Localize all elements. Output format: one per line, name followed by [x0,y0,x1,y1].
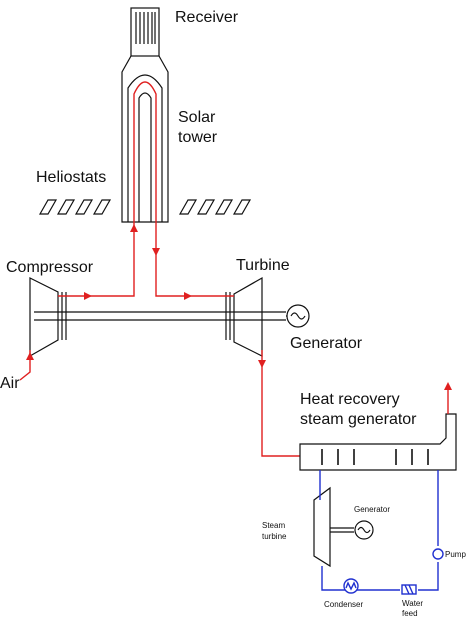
solar-tower [121,7,169,256]
heliostats-left [38,199,112,215]
tower-air-flow [133,81,157,256]
receiver-tubes [135,12,156,44]
solar-tower-label-2: tower [178,129,218,146]
generator-label: Generator [290,335,363,352]
steam-turbine-label-2: turbine [262,532,287,541]
condenser-symbol [343,578,359,594]
solar-tower-label-1: Solar [178,109,216,126]
turbine-to-condenser [321,566,345,591]
tower-shell [121,55,169,223]
heliostats-label: Heliostats [36,169,106,186]
tower-duct-outer [127,74,163,222]
water-feed-label-1: Water [402,599,423,608]
arrow-stack [444,382,452,390]
water-feed-label-2: feed [402,609,418,618]
air-from-tower-flow [155,250,234,297]
arrow-turbine-in [184,292,192,300]
turbine-body [233,276,263,357]
heliostats-right [178,199,252,215]
steam-turbine-body [313,486,331,568]
condenser-label: Condenser [324,600,363,609]
small-generator-wave [357,526,371,534]
air-inlet-flow [19,350,31,381]
condenser-coil [345,581,357,591]
receiver-body [130,7,160,57]
generator-wave [290,312,306,320]
hrsg-body [299,413,457,471]
pump-label: Pump [445,550,466,559]
air-label: Air [0,375,20,392]
arrow-up-tower [130,224,138,232]
turbine-label: Turbine [236,257,290,274]
air-to-tower-flow [58,256,135,297]
exhaust-flow [261,350,300,457]
receiver-label: Receiver [175,9,239,26]
pump-symbol [432,548,444,560]
compressor-label: Compressor [6,259,94,276]
hrsg-label-1: Heat recovery [300,391,400,408]
small-generator-symbol [354,520,374,540]
hrsg-tubes [321,449,429,465]
compressor-body [29,277,59,358]
arrow-exhaust-down [258,360,266,368]
hrsg-label-2: steam generator [300,411,417,428]
steam-turbine-label-1: Steam [262,521,285,530]
feed-to-pump [418,562,439,591]
tower-duct-inner [138,92,152,222]
small-generator-label: Generator [354,505,390,514]
shaft [34,292,286,340]
arrow-air-in [26,352,34,360]
arrow-compressor-out [84,292,92,300]
